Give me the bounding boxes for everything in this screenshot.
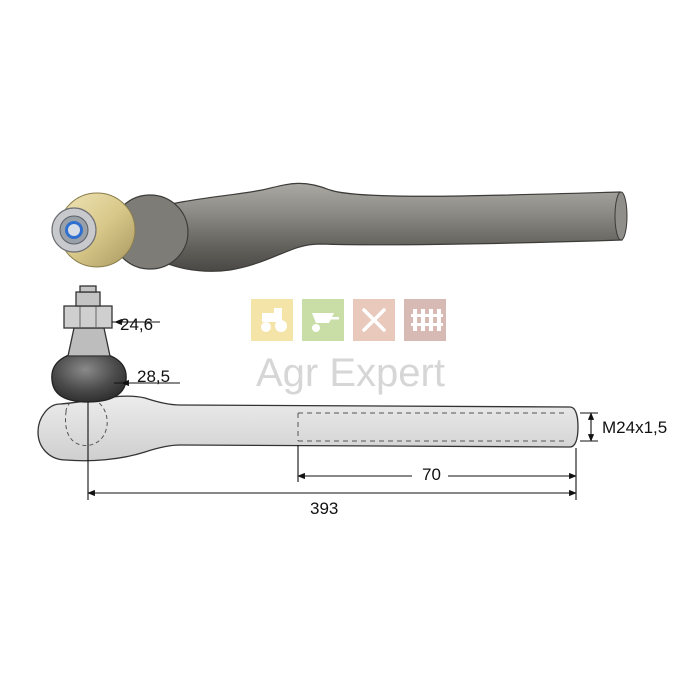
watermark-brand-text: Agr Expert — [256, 351, 445, 395]
fence-icon — [411, 309, 443, 331]
watermark-logo: Agr Expert — [251, 299, 446, 395]
tools-icon — [362, 308, 386, 332]
dimension-thread-length: 70 — [422, 465, 441, 484]
dimension-overall-length: 393 — [310, 499, 338, 518]
technical-drawing — [37, 285, 579, 462]
dimension-lines — [87, 318, 598, 500]
wheelbarrow-icon — [312, 313, 339, 332]
dimension-thread: M24x1,5 — [602, 418, 667, 437]
tie-rod-end-photo — [51, 182, 628, 272]
dimension-hex-size: 24,6 — [120, 315, 153, 334]
drawing-nut — [63, 305, 113, 329]
tractor-icon — [261, 308, 287, 332]
dimension-taper-diameter: 28,5 — [137, 367, 170, 386]
